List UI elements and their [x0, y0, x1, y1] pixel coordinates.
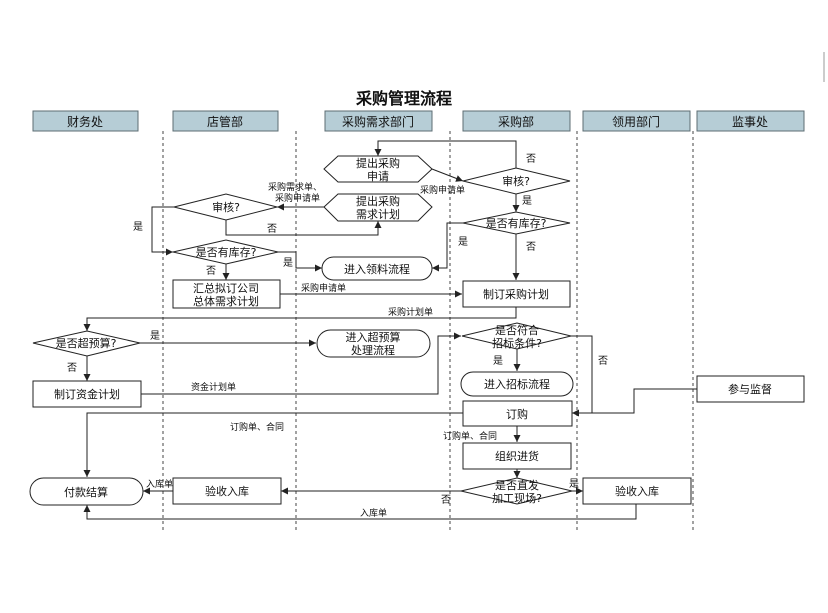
lane-label: 监事处 — [732, 115, 768, 129]
svg-text:申请: 申请 — [367, 170, 389, 183]
edge-label-order-contract-2: 订购单、合同 — [443, 430, 497, 442]
node-make-fund-plan: 制订资金计划 — [32, 380, 142, 408]
svg-text:组织进货: 组织进货 — [495, 449, 539, 463]
node-store-stock-check: 是否有库存? — [172, 239, 279, 265]
lane-header-demand-dept: 采购需求部门 — [324, 110, 433, 132]
node-make-purchase-plan: 制订采购计划 — [462, 280, 571, 308]
node-purchasing-review: 审核? — [462, 167, 571, 195]
no-label-bid-condition: 否 — [598, 355, 608, 367]
node-enter-bid-flow: 进入招标流程 — [460, 371, 574, 397]
node-user-accept: 验收入库 — [582, 477, 692, 505]
svg-text:进入招标流程: 进入招标流程 — [484, 377, 550, 391]
node-participate-supervise: 参与监督 — [696, 375, 805, 403]
node-store-accept: 验收入库 — [172, 477, 282, 505]
edge-label-purchase-plan: 采购计划单 — [388, 306, 433, 318]
svg-text:加工现场?: 加工现场? — [492, 491, 542, 505]
svg-text:总体需求计划: 总体需求计划 — [193, 294, 259, 308]
edge-label-warehouse-2: 入库单 — [360, 507, 387, 519]
node-direct-to-site: 是否直发 加工现场? — [460, 477, 573, 505]
svg-text:是否直发: 是否直发 — [495, 478, 539, 492]
node-propose-demand-plan: 提出采购 需求计划 — [323, 193, 433, 222]
edge-labels: 采购需求单、 采购申请单 采购申请单 采购申请单 采购计划单 资金计划单 订购单… — [146, 181, 497, 519]
edge-label-fund-plan: 资金计划单 — [191, 381, 236, 393]
node-summary-plan: 汇总拟订公司 总体需求计划 — [172, 279, 281, 309]
svg-text:进入超预算: 进入超预算 — [346, 330, 401, 344]
no-label-store-stock: 否 — [206, 265, 216, 277]
svg-text:制订资金计划: 制订资金计划 — [54, 387, 120, 401]
edge-label-order-contract-1: 订购单、合同 — [230, 421, 284, 433]
lane-label: 采购需求部门 — [342, 114, 414, 129]
no-label-store-review: 否 — [267, 223, 277, 235]
svg-text:是否有库存?: 是否有库存? — [486, 216, 547, 230]
svg-text:审核?: 审核? — [212, 200, 240, 214]
svg-text:是否超预算?: 是否超预算? — [56, 336, 117, 350]
lane-label: 领用部门 — [612, 114, 660, 129]
lane-header-user-dept: 领用部门 — [582, 110, 691, 132]
yes-label-direct-to-site: 是 — [569, 478, 579, 490]
svg-text:是否符合: 是否符合 — [495, 323, 539, 337]
edge-label-demand-list-2: 采购申请单 — [275, 192, 320, 204]
lane-separators — [162, 131, 694, 531]
no-label-over-budget: 否 — [67, 362, 77, 374]
yes-label-over-budget: 是 — [150, 330, 160, 342]
node-enter-receive-flow: 进入领料流程 — [321, 256, 433, 281]
lane-header-purchasing: 采购部 — [462, 110, 571, 132]
lane-label: 财务处 — [67, 114, 103, 129]
svg-text:付款结算: 付款结算 — [64, 485, 108, 499]
svg-text:汇总拟订公司: 汇总拟订公司 — [193, 281, 259, 295]
svg-text:制订采购计划: 制订采购计划 — [483, 287, 549, 301]
svg-text:进入领料流程: 进入领料流程 — [344, 262, 410, 276]
node-store-review: 审核? — [173, 193, 278, 221]
svg-text:验收入库: 验收入库 — [205, 484, 249, 498]
node-bid-condition: 是否符合 招标条件? — [461, 322, 572, 350]
no-label-purchasing-review: 否 — [526, 153, 536, 165]
node-order: 订购 — [462, 400, 573, 427]
yes-label-purchasing-stock: 是 — [458, 236, 468, 248]
node-purchasing-stock-check: 是否有库存? — [462, 211, 571, 235]
edge-label-warehouse-1: 入库单 — [146, 478, 173, 490]
yes-label-bid-condition: 是 — [493, 355, 503, 367]
decision-labels: 否 是 是 否 是 否 是 否 是 否 是 否 是 否 — [67, 153, 608, 506]
yes-label-purchasing-review: 是 — [522, 195, 532, 207]
edge-label-purchase-request-2: 采购申请单 — [301, 282, 346, 294]
node-organize-stock: 组织进货 — [462, 442, 572, 470]
edge-label-purchase-request-1: 采购申请单 — [420, 184, 465, 196]
svg-text:招标条件?: 招标条件? — [492, 336, 542, 350]
node-over-budget-flow: 进入超预算 处理流程 — [316, 329, 431, 358]
node-propose-purchase: 提出采购 申请 — [323, 155, 433, 183]
svg-text:是否有库存?: 是否有库存? — [196, 245, 257, 259]
edge-label-demand-list-1: 采购需求单、 — [268, 181, 322, 193]
diagram-title: 采购管理流程 — [355, 89, 452, 108]
svg-text:处理流程: 处理流程 — [351, 343, 395, 357]
svg-text:参与监督: 参与监督 — [728, 382, 772, 396]
svg-text:订购: 订购 — [506, 407, 528, 421]
lane-header-finance: 财务处 — [32, 110, 139, 132]
no-label-direct-to-site: 否 — [441, 494, 451, 506]
svg-text:需求计划: 需求计划 — [356, 208, 400, 221]
lane-label: 店管部 — [207, 114, 243, 129]
svg-text:提出采购: 提出采购 — [356, 156, 400, 170]
lane-label: 采购部 — [498, 114, 534, 129]
yes-label-store-review: 是 — [133, 221, 143, 233]
connectors — [83, 140, 697, 520]
svg-text:验收入库: 验收入库 — [615, 484, 659, 498]
lane-header-supervision: 监事处 — [696, 110, 805, 132]
node-over-budget: 是否超预算? — [32, 330, 141, 357]
node-payment-settle: 付款结算 — [29, 477, 144, 506]
svg-text:审核?: 审核? — [502, 174, 530, 188]
lane-header-store: 店管部 — [172, 110, 279, 132]
svg-text:提出采购: 提出采购 — [356, 194, 400, 208]
no-label-purchasing-stock: 否 — [526, 241, 536, 253]
yes-label-store-stock: 是 — [283, 257, 293, 269]
